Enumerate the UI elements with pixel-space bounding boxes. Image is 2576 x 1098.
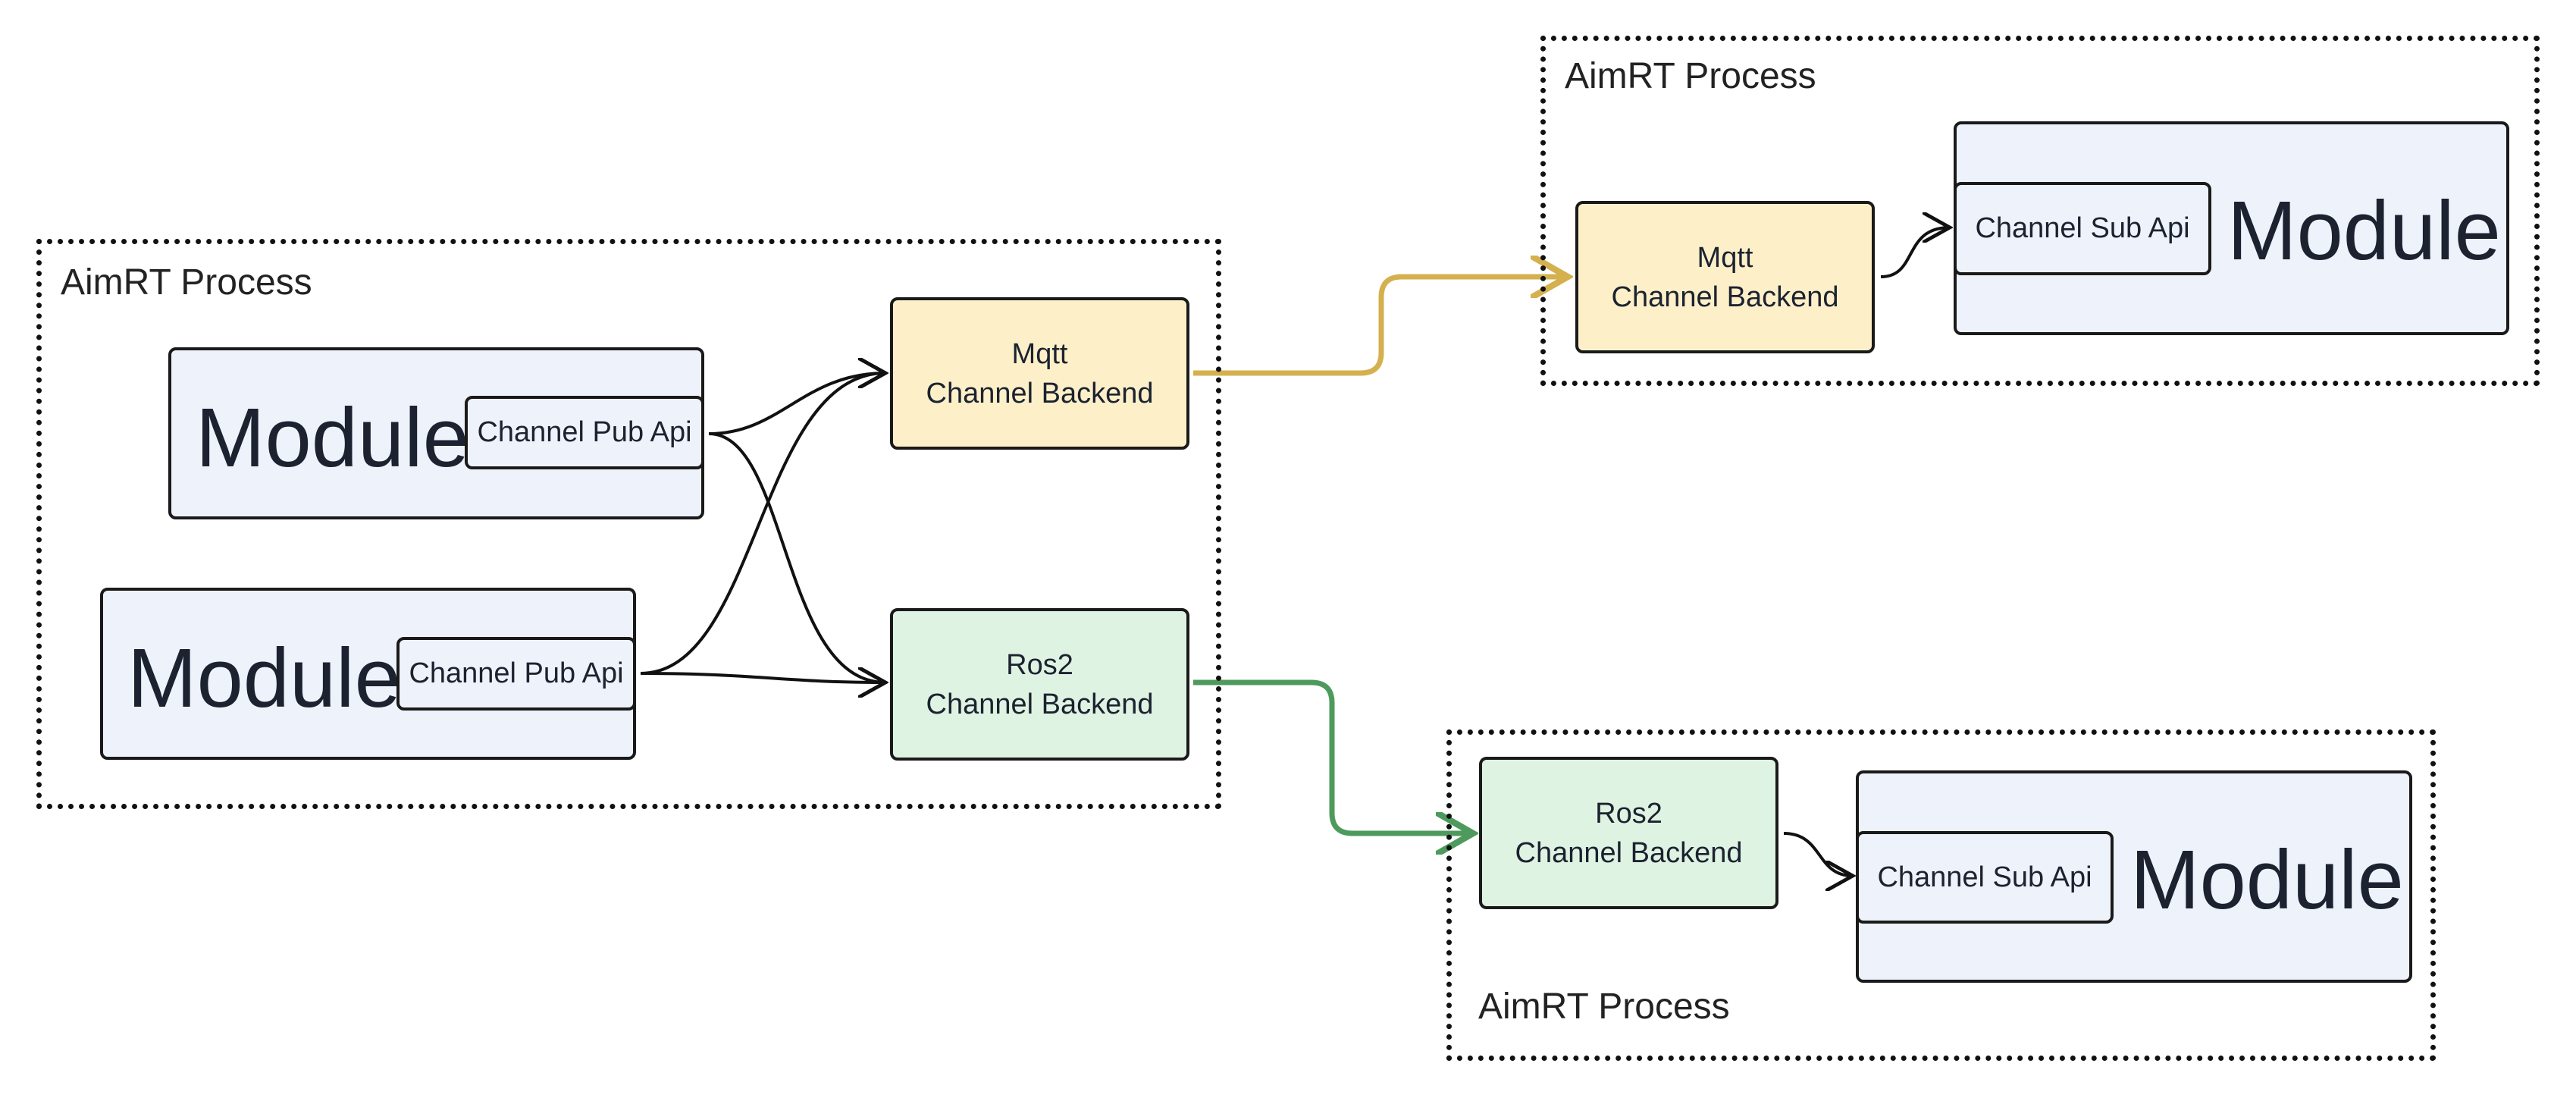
- process-bottom-right-label: AimRT Process: [1478, 987, 1730, 1027]
- ros2-backend-left-line2: Channel Backend: [926, 688, 1154, 720]
- module-sub-top: [1954, 121, 2509, 335]
- ros2-backend-left-line1: Ros2: [1006, 648, 1073, 681]
- mqtt-backend-left-line1: Mqtt: [1011, 337, 1068, 370]
- module-a-label: Module: [196, 391, 469, 485]
- module-b-pub-api: Channel Pub Api: [396, 637, 636, 711]
- ros2-backend-left: Ros2 Channel Backend: [890, 608, 1189, 761]
- module-sub-top-label: Module: [2227, 184, 2501, 278]
- link-mqtt-remote: [1193, 277, 1568, 376]
- link-ros2-remote: [1193, 679, 1473, 833]
- process-bottom-right: [1446, 729, 2436, 1061]
- link-mqtt-to-sub: [1880, 227, 1950, 278]
- link-ros2-to-sub: [1783, 832, 1853, 876]
- mqtt-backend-remote-line2: Channel Backend: [1611, 281, 1839, 313]
- process-left: [36, 239, 1221, 809]
- mqtt-backend-left: Mqtt Channel Backend: [890, 297, 1189, 450]
- module-sub-bottom-api: Channel Sub Api: [1856, 831, 2114, 924]
- link-pubA-to-ros2: [708, 432, 885, 682]
- link-pubA-to-mqtt: [708, 373, 885, 435]
- module-sub-top-api: Channel Sub Api: [1954, 182, 2211, 275]
- module-b-label: Module: [127, 632, 401, 725]
- process-top-right: [1540, 36, 2540, 386]
- link-pubB-to-mqtt: [640, 373, 885, 675]
- process-top-right-label: AimRT Process: [1565, 56, 1816, 96]
- mqtt-backend-left-line2: Channel Backend: [926, 377, 1154, 409]
- ros2-backend-remote: Ros2 Channel Backend: [1479, 757, 1778, 909]
- process-left-label: AimRT Process: [61, 262, 312, 303]
- module-a-pub-api: Channel Pub Api: [465, 396, 704, 469]
- link-pubB-to-ros2: [640, 673, 885, 682]
- ros2-backend-remote-line1: Ros2: [1595, 797, 1662, 830]
- module-sub-bottom-label: Module: [2130, 833, 2404, 927]
- mqtt-backend-remote: Mqtt Channel Backend: [1575, 201, 1875, 353]
- mqtt-backend-remote-line1: Mqtt: [1697, 241, 1753, 274]
- ros2-backend-remote-line2: Channel Backend: [1515, 836, 1743, 869]
